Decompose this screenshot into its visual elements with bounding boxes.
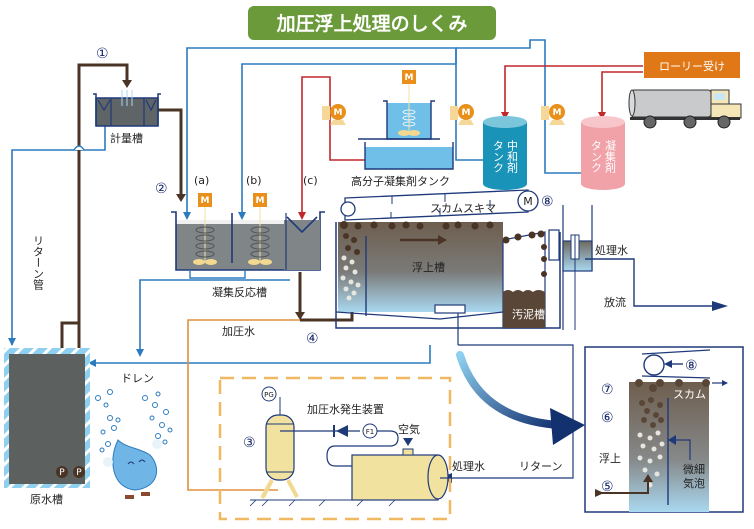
title-banner: 加圧浮上処理のしくみ [248, 6, 496, 40]
svg-text:M: M [462, 108, 471, 118]
inset-detail: ⑧ ⑦ ⑥ ⑤ スカム 浮上 微細 気泡 [584, 346, 744, 513]
tanker-truck-icon [628, 89, 742, 129]
flotation-tank-label: 浮上槽 [412, 261, 445, 274]
treated-water-label: 処理水 [595, 244, 628, 257]
polymer-tank-label: 高分子凝集剤タンク [351, 174, 450, 188]
dosing-pump-coagulant: M [541, 104, 565, 125]
metering-tank-label: 計量槽 [110, 131, 143, 145]
agitator-motor-a: M [198, 193, 212, 207]
svg-text:M: M [553, 108, 562, 118]
label-a: (a) [194, 174, 209, 187]
air-inlet-arrow [403, 438, 413, 446]
polymer-agitator-motor: M [402, 70, 416, 84]
return-line [448, 344, 574, 479]
orange-pipe [187, 319, 300, 491]
svg-text:P: P [76, 468, 82, 478]
scum-skimmer-label: スカムスキマ [430, 202, 496, 215]
svg-text:中和剤: 中和剤 [506, 140, 519, 174]
svg-text:M: M [334, 108, 343, 118]
blue-arrowheads [8, 212, 246, 367]
pipe-crossover [73, 145, 85, 151]
water-droplet-mascot [95, 389, 173, 499]
air-label: 空気 [398, 422, 420, 436]
coag-reaction-tank-label: 凝集反応槽 [212, 285, 267, 299]
lorry-receiver: ローリー受け [644, 52, 740, 78]
marker-4: ④ [306, 331, 319, 347]
inset-bubbles-label-1: 微細 [683, 462, 705, 476]
marker-8: ⑧ [541, 194, 554, 210]
pump-icon [56, 466, 68, 478]
flotation-tank: 汚泥槽 浮上槽 [335, 221, 561, 345]
marker-2: ② [155, 181, 168, 197]
skimmer-motor: M [523, 195, 533, 208]
label-b: (b) [246, 174, 262, 187]
scum-skimmer: M スカムスキマ [340, 189, 539, 221]
raw-water-tank: P P 原水槽 [4, 348, 90, 506]
return-pipe-label: リターン管 [32, 235, 45, 291]
pressurized-water-generator: 加圧水発生装置 PG ③ F1 空気 [218, 376, 452, 521]
neutralizer-tank: 中和剤 タンク [483, 116, 527, 190]
svg-text:タンク: タンク [492, 140, 505, 173]
pressurized-water-label: 加圧水 [222, 325, 255, 338]
discharge-label: 放流 [604, 295, 626, 309]
agitator-motor-b: M [253, 193, 267, 207]
drain-label: ドレン [121, 372, 154, 385]
treated-water-label-2: 処理水 [452, 460, 485, 473]
svg-text:M: M [405, 73, 414, 83]
label-c: (c) [303, 174, 318, 187]
sludge-tank-label: 汚泥槽 [512, 308, 545, 321]
svg-text:リターン管: リターン管 [32, 235, 45, 291]
svg-text:M: M [256, 196, 265, 206]
svg-text:M: M [201, 196, 210, 206]
inset-marker-7: ⑦ [601, 382, 614, 398]
treated-water-weir: 処理水 放流 [562, 205, 728, 330]
page-title: 加圧浮上処理のしくみ [276, 12, 468, 35]
coag-reaction-tank: 凝集反応槽 [171, 207, 325, 299]
discharge-arrow [712, 301, 728, 311]
check-valve-icon [336, 425, 348, 437]
svg-text:タンク: タンク [590, 140, 603, 173]
svg-text:凝集剤: 凝集剤 [604, 139, 617, 174]
dosing-pump-neutralizer: M [450, 104, 474, 125]
inset-bubbles-label-2: 気泡 [683, 476, 705, 490]
inset-marker-6: ⑥ [601, 410, 614, 426]
red-pipes [301, 65, 643, 218]
flow-meter: F1 [366, 428, 374, 436]
flow-arrow [438, 235, 447, 245]
dosing-pump-polymer: M [322, 104, 346, 125]
inset-float-label: 浮上 [599, 452, 621, 465]
marker-3: ③ [243, 435, 256, 451]
blue-pipes [11, 39, 585, 364]
inset-scum-label: スカム [673, 388, 706, 401]
pump-icon [73, 466, 85, 478]
pressure-gauge: PG [264, 391, 274, 399]
coagulant-tank: 凝集剤 タンク [581, 116, 625, 190]
inset-marker-8: ⑧ [685, 358, 698, 374]
return-label: リターン [519, 460, 562, 473]
polymer-coagulant-tank: 高分子凝集剤タンク [351, 82, 454, 188]
raw-water-tank-label: 原水槽 [30, 493, 63, 506]
metering-tank: 計量槽 [93, 90, 161, 145]
inset-marker-5: ⑤ [601, 479, 614, 495]
generator-label: 加圧水発生装置 [307, 402, 384, 416]
svg-text:ローリー受け: ローリー受け [659, 60, 725, 73]
svg-text:P: P [59, 468, 65, 478]
zoom-arrow [456, 351, 585, 445]
marker-1: ① [96, 46, 109, 62]
